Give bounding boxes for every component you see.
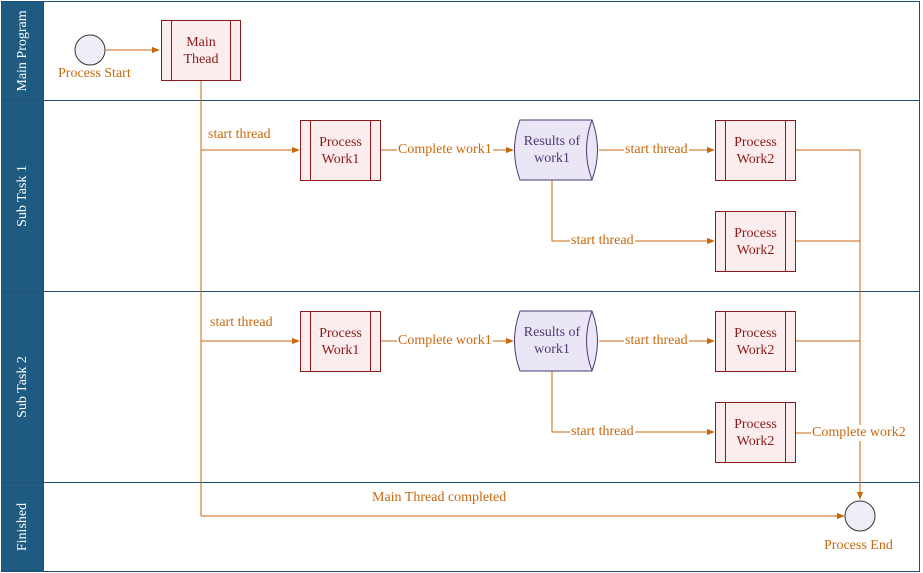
st1-results-label: Results of work1 bbox=[523, 134, 581, 166]
st1-results-store-shape bbox=[514, 119, 598, 181]
st2-start-thread-top-label: start thread bbox=[624, 333, 689, 349]
edge-st1-work2-top-out bbox=[796, 149, 864, 500]
st2-results-store[interactable]: Results of work1 bbox=[512, 311, 592, 371]
lane-header: Main Program bbox=[2, 2, 44, 100]
lane-header: Finished bbox=[2, 483, 44, 571]
st1-process-work2-top-label: Process Work2 bbox=[734, 134, 777, 167]
process-end-label: Process End bbox=[824, 538, 893, 553]
lane-finished: Finished bbox=[1, 483, 920, 572]
main-thread-box[interactable]: Main Thead bbox=[161, 20, 241, 81]
st2-results-label: Results of work1 bbox=[523, 325, 581, 357]
main-thread-completed-label: Main Thread completed bbox=[372, 490, 507, 505]
st1-process-work2-bottom-box[interactable]: Process Work2 bbox=[715, 211, 796, 272]
process-start-label: Process Start bbox=[58, 66, 131, 81]
edge-st2-start-bottom bbox=[551, 371, 715, 436]
st1-results-store[interactable]: Results of work1 bbox=[512, 120, 592, 180]
st2-process-work1-label: Process Work1 bbox=[319, 325, 362, 358]
st1-process-work2-bottom-label: Process Work2 bbox=[734, 225, 777, 258]
st2-process-work2-top-box[interactable]: Process Work2 bbox=[715, 311, 796, 372]
st2-start-thread-label: start thread bbox=[210, 315, 273, 330]
st2-process-work2-top-label: Process Work2 bbox=[734, 325, 777, 358]
main-thread-label: Main Thead bbox=[183, 34, 219, 67]
st2-process-work2-bottom-box[interactable]: Process Work2 bbox=[715, 402, 796, 463]
st1-start-thread-bottom-label: start thread bbox=[570, 233, 635, 249]
st2-process-work1-box[interactable]: Process Work1 bbox=[300, 311, 381, 372]
st1-process-work1-box[interactable]: Process Work1 bbox=[300, 120, 381, 181]
edge-st1-start-bottom bbox=[551, 180, 715, 245]
st2-start-thread-bottom-label: start thread bbox=[570, 424, 635, 440]
st1-complete-work1-label: Complete work1 bbox=[397, 142, 493, 158]
st2-results-store-shape bbox=[514, 310, 598, 372]
lane-header: Sub Task 2 bbox=[2, 292, 44, 482]
st1-start-thread-label: start thread bbox=[208, 127, 271, 142]
st1-process-work1-label: Process Work1 bbox=[319, 134, 362, 167]
end-event-circle bbox=[844, 500, 876, 532]
start-event-circle bbox=[74, 34, 106, 66]
st1-process-work2-top-box[interactable]: Process Work2 bbox=[715, 120, 796, 181]
lane-header: Sub Task 1 bbox=[2, 101, 44, 291]
st2-process-work2-bottom-label: Process Work2 bbox=[734, 416, 777, 449]
complete-work2-label: Complete work2 bbox=[811, 425, 907, 441]
st2-complete-work1-label: Complete work1 bbox=[397, 333, 493, 349]
st1-start-thread-top-label: start thread bbox=[624, 142, 689, 158]
